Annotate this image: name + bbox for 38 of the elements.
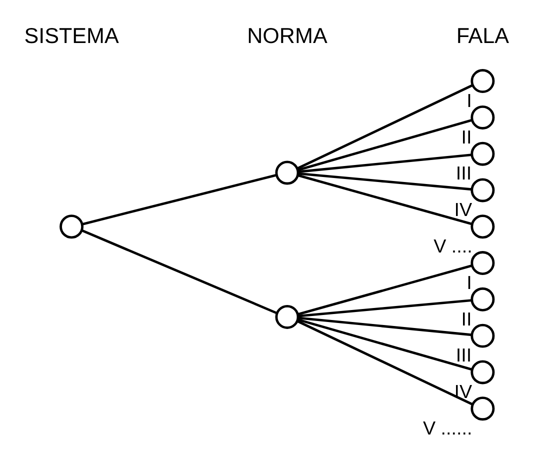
label: FALA bbox=[456, 22, 510, 48]
node-circle bbox=[470, 396, 495, 420]
node-label: V .... bbox=[434, 235, 472, 256]
node-circle bbox=[470, 250, 495, 275]
node-label: IV bbox=[454, 198, 472, 220]
node-circle bbox=[470, 68, 495, 93]
connector bbox=[82, 173, 277, 225]
connector bbox=[298, 118, 472, 171]
node-circle bbox=[470, 104, 495, 129]
label: SISTEMA bbox=[24, 22, 119, 48]
connector bbox=[298, 316, 472, 336]
connector bbox=[298, 174, 472, 225]
connector bbox=[296, 320, 474, 405]
node-circle bbox=[470, 360, 495, 384]
node-circle bbox=[470, 323, 495, 348]
node-label: V ...... bbox=[422, 416, 472, 438]
node-circle bbox=[470, 214, 495, 238]
node-circle bbox=[470, 141, 495, 166]
connector bbox=[296, 84, 474, 170]
connector bbox=[298, 264, 472, 315]
node-circle bbox=[275, 160, 300, 184]
node-label: I bbox=[466, 89, 472, 110]
connector bbox=[298, 172, 472, 190]
label: NORMA bbox=[247, 22, 328, 48]
node-circle bbox=[470, 286, 495, 311]
connector bbox=[298, 153, 472, 172]
node-circle bbox=[470, 178, 495, 202]
node-circle bbox=[60, 214, 84, 238]
connector bbox=[82, 228, 278, 314]
node-label: IV bbox=[454, 380, 472, 402]
node-label: II bbox=[461, 126, 472, 147]
node-label: II bbox=[461, 308, 472, 329]
connector bbox=[298, 318, 472, 370]
node-label: III bbox=[456, 162, 472, 184]
node-label: I bbox=[466, 271, 472, 292]
node-circle bbox=[275, 304, 300, 328]
node-label: III bbox=[456, 344, 472, 366]
connector bbox=[298, 298, 472, 317]
